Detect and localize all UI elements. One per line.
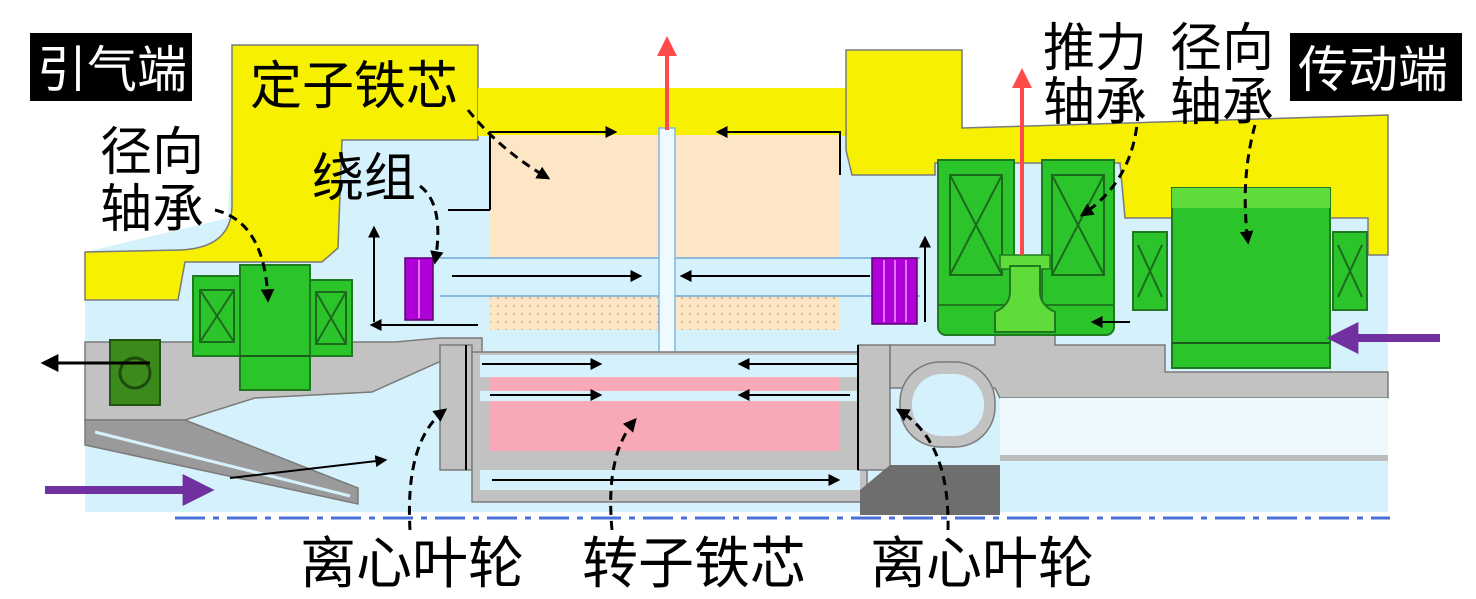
rotor-core — [490, 401, 840, 451]
intake-end-label-box — [30, 33, 192, 101]
drive-end-label-box — [1290, 33, 1462, 101]
intake-end-label: 引气端 — [37, 41, 187, 99]
left-radial-bearing-pad-inner-box — [315, 291, 347, 345]
drive-end-bore — [1000, 398, 1388, 456]
seal-block — [860, 465, 1000, 515]
rotor-channel-upper — [480, 355, 860, 377]
leader-thrust-bearing — [1079, 111, 1140, 217]
thrust-bearing-pad-right-box — [1051, 174, 1105, 276]
thrust-bearing-pad-right — [1041, 159, 1115, 306]
right-radial-bearing-top — [1172, 188, 1330, 208]
left-radial-bearing-journal — [239, 264, 311, 391]
impeller-left-disk — [439, 344, 473, 471]
leader-impeller-right — [895, 408, 950, 531]
impeller-right-label: 离心叶轮 — [870, 532, 1094, 597]
leader-left-radial-bearing — [214, 208, 275, 303]
left-radial-bearing-label-line2: 轴承 — [100, 180, 204, 240]
leader-winding — [419, 184, 444, 265]
thrust-bearing-pad-right-x2 — [1051, 174, 1105, 276]
right-radial-bearing-pad-inner-x2 — [1137, 244, 1163, 298]
right-radial-bearing-label-line1: 径向 — [1170, 19, 1274, 79]
left-radial-bearing-label-line1: 径向 — [100, 123, 204, 183]
leader-stator-core — [466, 109, 551, 180]
winding-label: 绕组 — [312, 149, 416, 209]
flow-arrow-inlet-channel — [229, 455, 388, 479]
thrust-bearing-label-line2: 轴承 — [1043, 73, 1147, 133]
left-radial-bearing-pad-outer-x2 — [199, 289, 235, 343]
inlet-wedge — [84, 419, 359, 505]
intake-small-bearing-ring — [118, 356, 152, 390]
flow-arrow-stator-top-left — [489, 126, 618, 210]
flow-arrow-stator-top-right — [715, 126, 841, 175]
impeller-left-label: 离心叶轮 — [300, 532, 524, 597]
stator-core-label: 定子铁芯 — [250, 57, 458, 117]
leader-rotor-core — [609, 417, 637, 531]
right-radial-bearing-pad-outer-x2 — [1337, 244, 1363, 298]
drive-end-label: 传动端 — [1298, 41, 1448, 99]
impeller-right-disk — [857, 344, 891, 471]
rotor-channel-middle — [480, 391, 860, 401]
labyrinth-loop-inner — [912, 374, 984, 436]
intake-small-bearing — [109, 339, 161, 406]
left-radial-bearing-pad-outer-box — [199, 289, 235, 343]
inlet-wedge-stripe — [94, 430, 351, 498]
housing-left — [84, 44, 479, 301]
right-radial-bearing-label-line2: 轴承 — [1170, 73, 1274, 133]
thrust-bearing-pad-left-x2 — [949, 174, 1003, 276]
rotor-core-strip — [490, 377, 840, 391]
thrust-disc — [994, 265, 1056, 333]
thrust-bearing-label-line1: 推力 — [1043, 19, 1147, 79]
right-radial-bearing-journal — [1171, 187, 1331, 369]
left-radial-bearing-pad-inner-x2 — [315, 291, 347, 345]
leader-impeller-left — [407, 408, 448, 531]
rotor-core-label: 转子铁芯 — [582, 532, 806, 597]
thrust-bearing-pad-left-box — [949, 174, 1003, 276]
